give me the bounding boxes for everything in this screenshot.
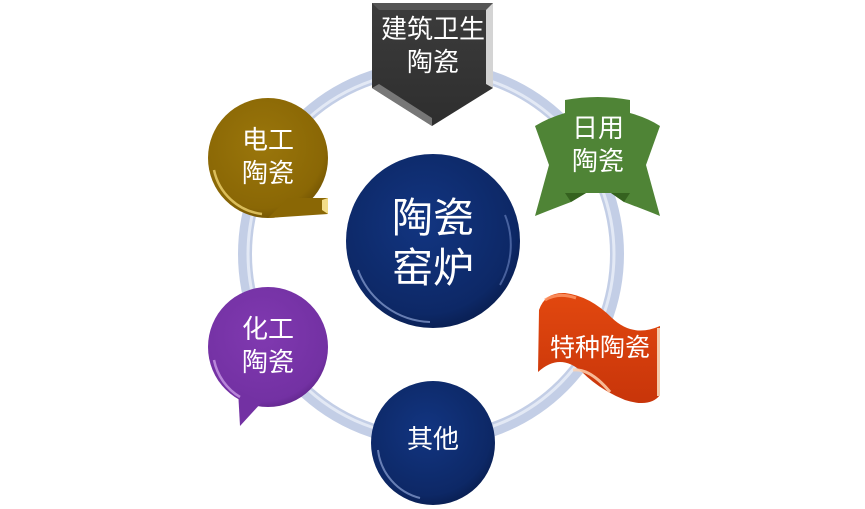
center-node-shape bbox=[346, 154, 520, 328]
node-upper-left-shape bbox=[208, 98, 328, 218]
node-upper-right-shape bbox=[535, 97, 660, 216]
node-bottom-shape bbox=[371, 381, 495, 505]
node-top-shape bbox=[372, 3, 493, 126]
node-lower-right-shape bbox=[538, 292, 660, 404]
node-lower-left-shape bbox=[208, 287, 328, 426]
